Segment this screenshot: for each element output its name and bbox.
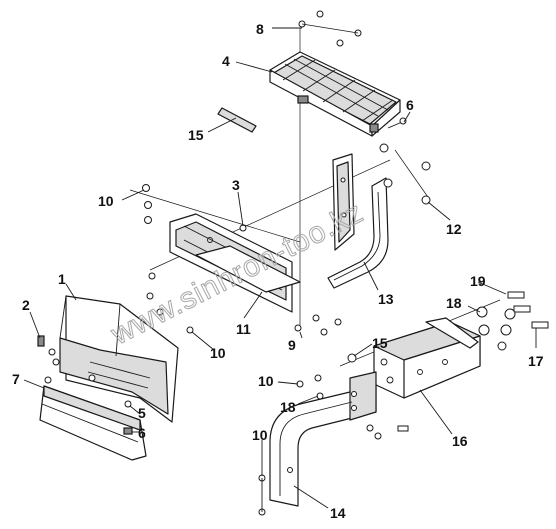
callout-15: 15 xyxy=(188,127,204,143)
part-1-mudguard xyxy=(59,295,179,423)
callout-10: 10 xyxy=(252,427,268,443)
callout-11: 11 xyxy=(236,321,251,337)
part-13-curved-bracket xyxy=(327,177,389,289)
part-2-clip xyxy=(37,335,60,366)
part-10-bolts-upper xyxy=(142,184,152,224)
part-17-18-19-fasteners xyxy=(476,291,549,351)
part-5-6-fasteners xyxy=(44,376,133,435)
callout-18: 18 xyxy=(280,399,296,415)
part-12-vertical-bracket xyxy=(332,153,355,251)
callout-10: 10 xyxy=(210,345,226,361)
callout-15: 15 xyxy=(372,335,388,351)
callout-12: 12 xyxy=(446,221,462,237)
callout-7: 7 xyxy=(12,371,20,387)
callout-10: 10 xyxy=(98,193,114,209)
part-16-support-bracket xyxy=(373,317,481,399)
part-6-bolt xyxy=(387,117,407,129)
part-15-reflector-plate xyxy=(217,107,257,133)
part-14-curved-arm xyxy=(269,371,377,507)
callout-4: 4 xyxy=(222,53,230,69)
callout-18: 18 xyxy=(446,295,462,311)
callout-labels: 8 4 6 15 3 10 12 1 13 19 2 11 18 10 9 15… xyxy=(12,21,544,521)
part-12-fasteners xyxy=(379,143,431,205)
part-8-top-bolts xyxy=(298,10,362,47)
callout-1: 1 xyxy=(58,271,66,287)
callout-5: 5 xyxy=(138,405,146,421)
callout-8: 8 xyxy=(256,21,264,37)
callout-10: 10 xyxy=(258,373,274,389)
part-14-fasteners xyxy=(258,353,409,516)
part-9-bolts xyxy=(294,314,342,336)
callout-leaders xyxy=(23,27,537,509)
callout-16: 16 xyxy=(452,433,468,449)
callout-14: 14 xyxy=(330,505,346,521)
callout-17: 17 xyxy=(528,353,544,369)
callout-9: 9 xyxy=(288,337,296,353)
part-11-mounting-bracket xyxy=(169,213,301,313)
callout-19: 19 xyxy=(470,273,486,289)
part-7-rubber-flap xyxy=(39,385,147,461)
part-4-step-tray xyxy=(269,51,401,137)
callout-6: 6 xyxy=(138,425,146,441)
callout-3: 3 xyxy=(232,177,240,193)
part-10-bolts-middle xyxy=(146,272,194,334)
callout-13: 13 xyxy=(378,291,394,307)
callout-6: 6 xyxy=(406,97,414,113)
callout-2: 2 xyxy=(22,297,30,313)
